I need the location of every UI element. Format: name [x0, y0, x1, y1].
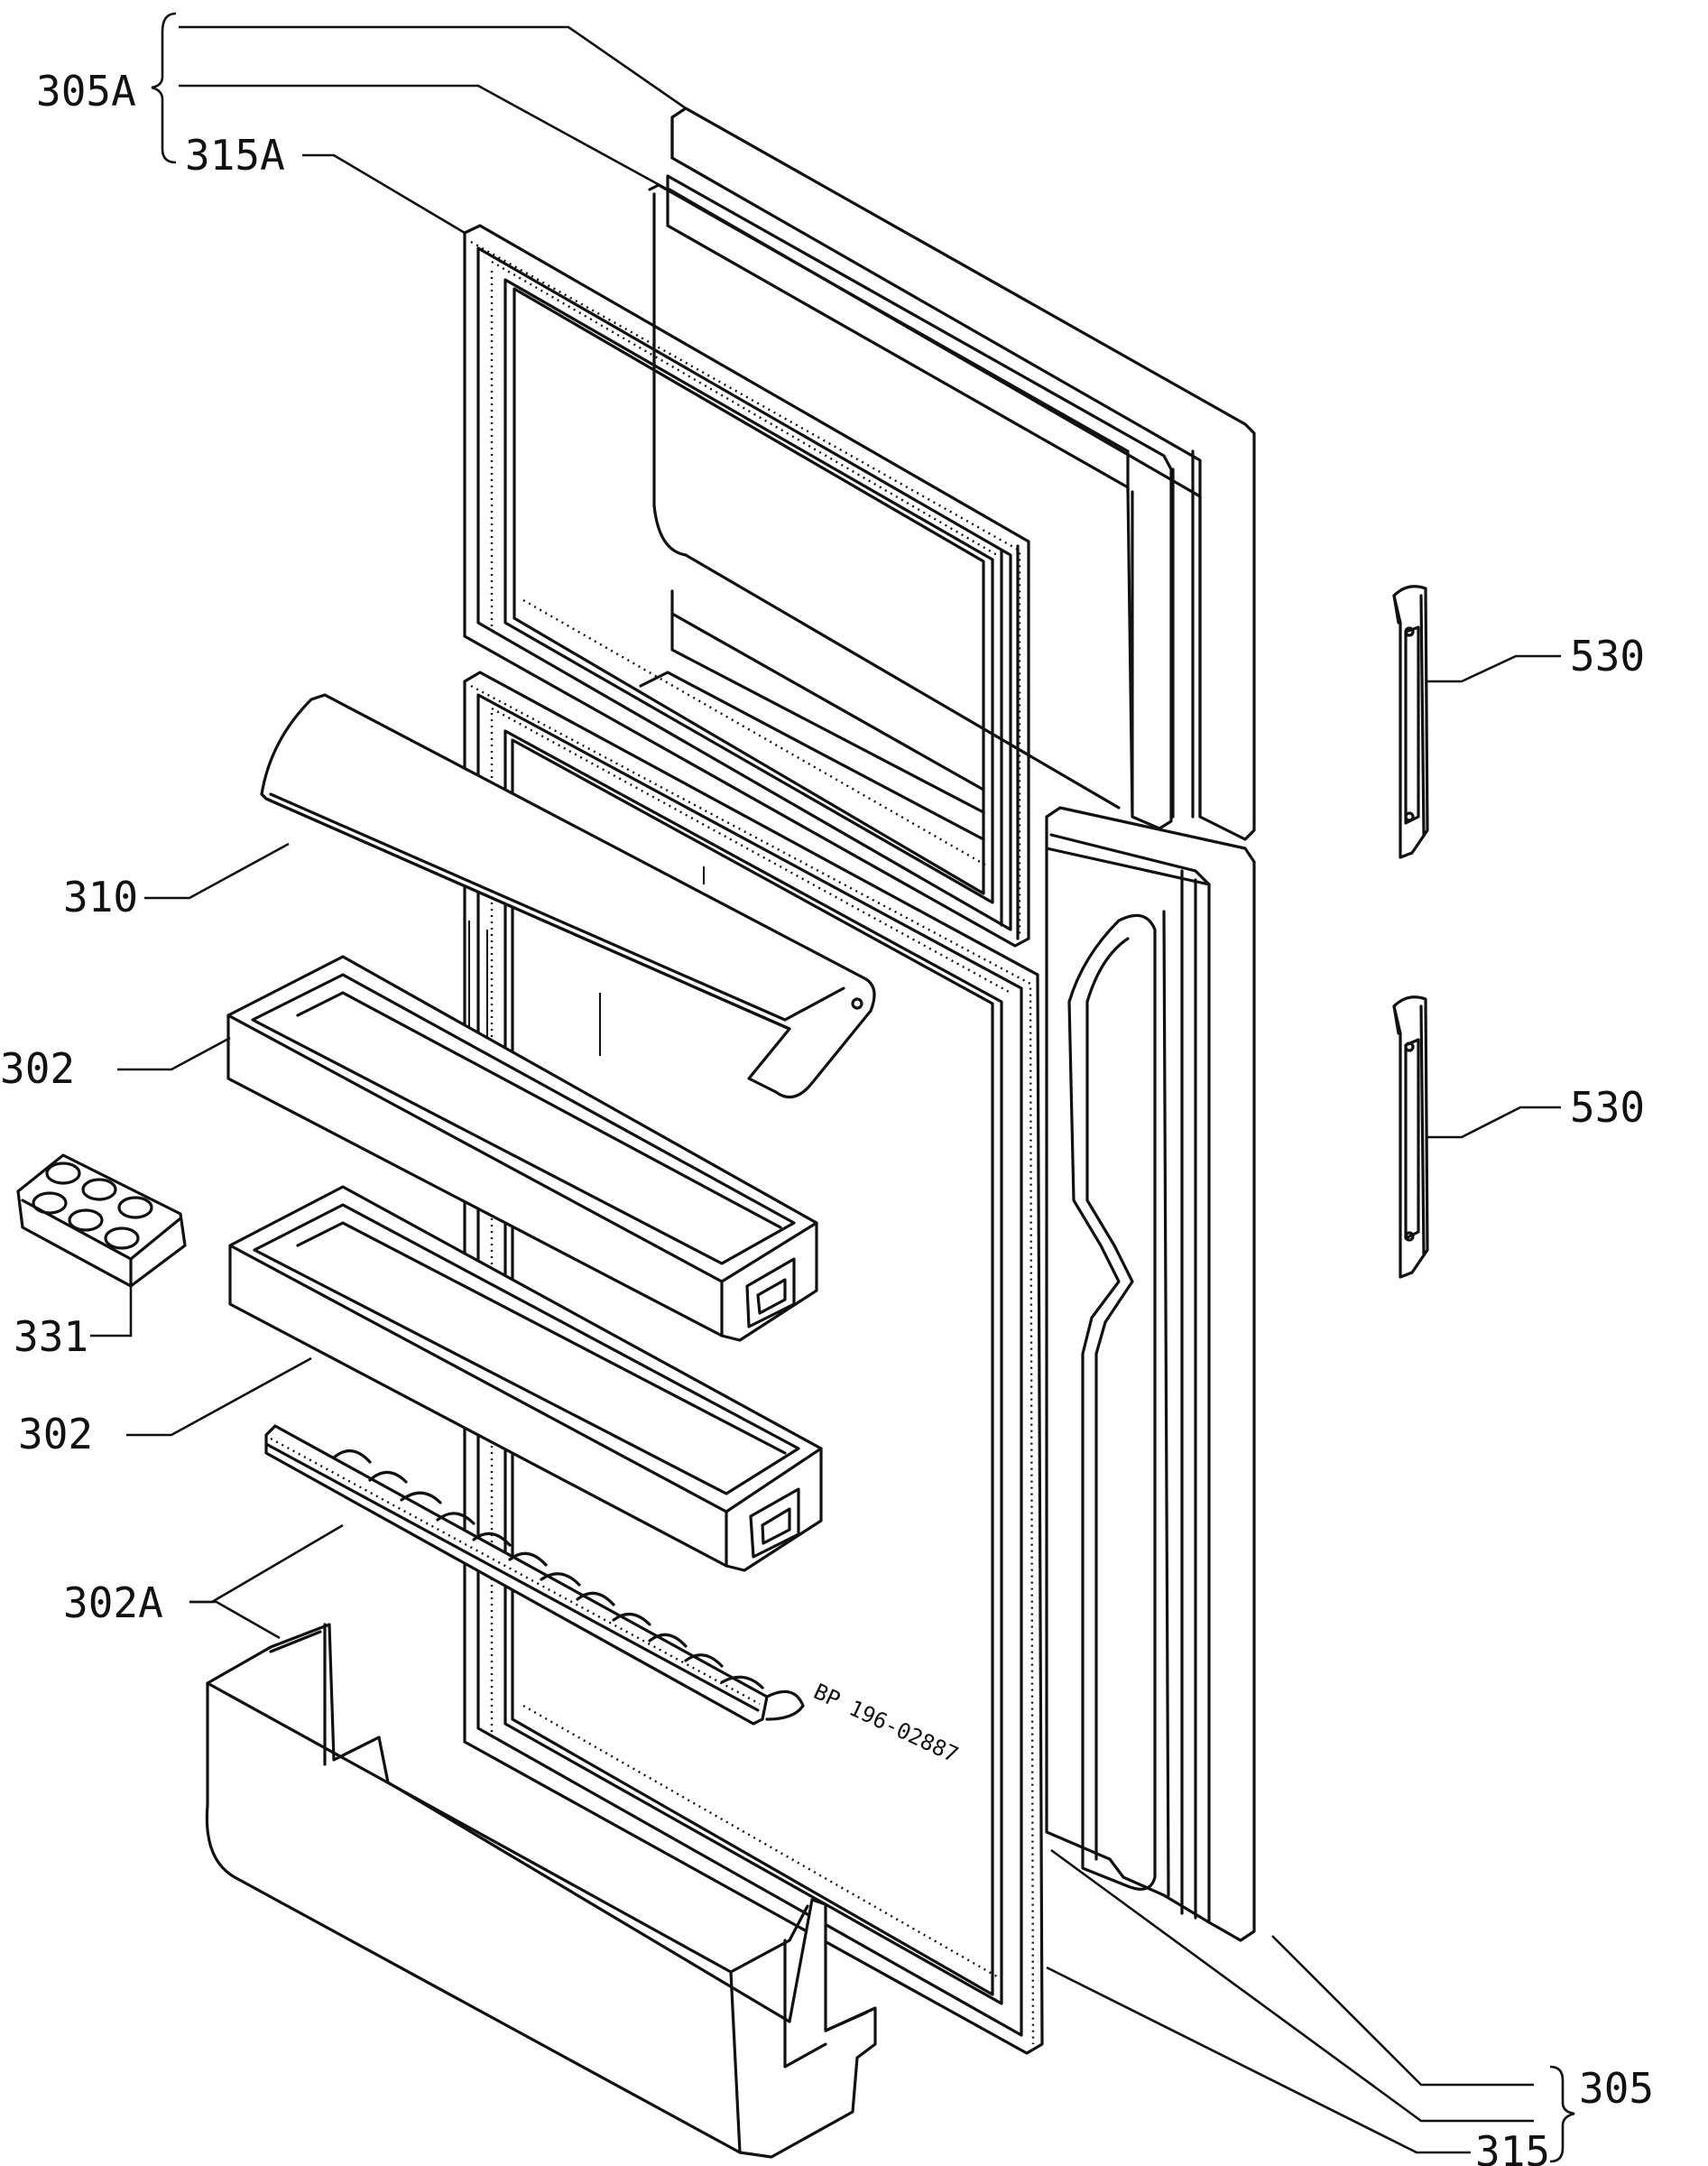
- upper-door-outer-panel: [668, 106, 1256, 841]
- lower-door-outer-panel: [1045, 806, 1256, 1942]
- label-305: 305: [1579, 2064, 1654, 2113]
- label-302A: 302A: [63, 1578, 163, 1627]
- door-handle-lower: [1392, 995, 1429, 1279]
- label-530-lower: 530: [1570, 1083, 1645, 1132]
- door-shelf-lower: [228, 1185, 823, 1572]
- upper-door-gasket: [463, 224, 1030, 948]
- label-315A: 315A: [185, 131, 285, 180]
- label-310: 310: [63, 873, 138, 921]
- brace-305: [1549, 2065, 1575, 2163]
- label-331: 331: [14, 1312, 88, 1361]
- bottle-shelf: [205, 1623, 877, 2159]
- dairy-compartment-cover: [260, 693, 876, 1099]
- brace-305A: [151, 12, 177, 164]
- door-shelf-upper: [226, 955, 818, 1342]
- label-302-upper: 302: [0, 1044, 75, 1093]
- door-handle-upper: [1392, 585, 1429, 859]
- lower-door-handle-recess: [1067, 910, 1170, 1897]
- egg-tray: [16, 1153, 187, 1288]
- part-number-stamp: BP 196-02887: [809, 1679, 962, 1768]
- label-530-upper: 530: [1570, 632, 1645, 680]
- label-302-lower: 302: [18, 1410, 93, 1458]
- label-315: 315: [1475, 2127, 1550, 2166]
- bottle-retainer-bar: [264, 1424, 805, 1726]
- leader-lines: [90, 25, 1561, 2154]
- label-305A: 305A: [36, 67, 136, 116]
